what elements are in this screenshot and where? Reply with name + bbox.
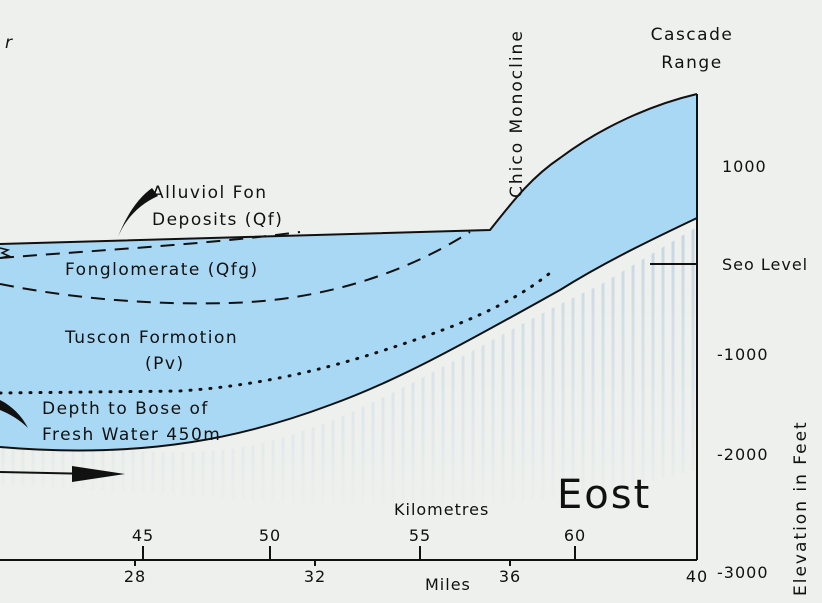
formation-body — [0, 94, 697, 451]
alluvial-fan-label-1: Alluviol Fon — [152, 183, 268, 203]
elevation-tick-neg2000: -2000 — [717, 445, 769, 464]
elevation-tick-1000: 1000 — [722, 157, 767, 176]
km-tick-55: 55 — [409, 526, 431, 545]
mile-tick-40: 40 — [686, 567, 708, 586]
fanglomerate-label: Fonglomerate (Qfg) — [65, 260, 259, 280]
left-edge-mark — [0, 247, 12, 259]
basement-hatching — [0, 228, 695, 508]
km-tick-labels: 45 50 55 60 — [132, 526, 586, 545]
elevation-axis-label: Elevation in Feet — [791, 420, 811, 596]
stray-mark-label: r — [5, 33, 14, 53]
elevation-tick-labels: 1000 -1000 -2000 -3000 — [717, 157, 769, 582]
alluvial-fan-base-dashed — [0, 231, 301, 259]
fresh-water-pointer-arrow — [0, 400, 28, 428]
mile-tick-marks — [134, 560, 511, 566]
mile-tick-labels: 28 32 36 40 — [124, 567, 708, 586]
mile-tick-32: 32 — [304, 567, 326, 586]
mile-tick-28: 28 — [124, 567, 146, 586]
elevation-tick-neg3000: -3000 — [717, 563, 769, 582]
ground-surface-line — [0, 93, 698, 245]
flow-arrowhead — [72, 466, 125, 482]
alluvial-fan-label-2: Deposits (Qf) — [152, 210, 283, 230]
km-tick-marks — [142, 546, 576, 560]
alluvial-fan-pointer-arrow — [116, 188, 158, 242]
miles-label: Miles — [425, 575, 471, 594]
cascade-range-title-2: Range — [661, 53, 722, 73]
fresh-water-dotted-line — [0, 271, 552, 395]
cascade-range-title-1: Cascade — [651, 25, 734, 45]
kilometres-label: Kilometres — [394, 500, 489, 519]
fanglomerate-base-dashed — [0, 231, 471, 305]
tuscan-formation-label-2: (Pv) — [145, 354, 185, 374]
km-tick-60: 60 — [564, 526, 586, 545]
direction-label: Eost — [557, 472, 651, 518]
mile-tick-36: 36 — [499, 567, 521, 586]
km-tick-50: 50 — [259, 526, 281, 545]
fresh-water-label-1: Depth to Bose of — [42, 399, 209, 419]
tuscan-formation-label-1: Tuscon Formotion — [64, 328, 238, 348]
formation-base-line — [0, 217, 698, 452]
elevation-tick-neg1000: -1000 — [717, 345, 769, 364]
fresh-water-label-2: Fresh Water 450m — [42, 425, 221, 445]
chico-monocline-label: Chico Monocline — [507, 29, 527, 198]
sea-level-label: Seo Level — [722, 255, 808, 274]
km-tick-45: 45 — [132, 526, 154, 545]
